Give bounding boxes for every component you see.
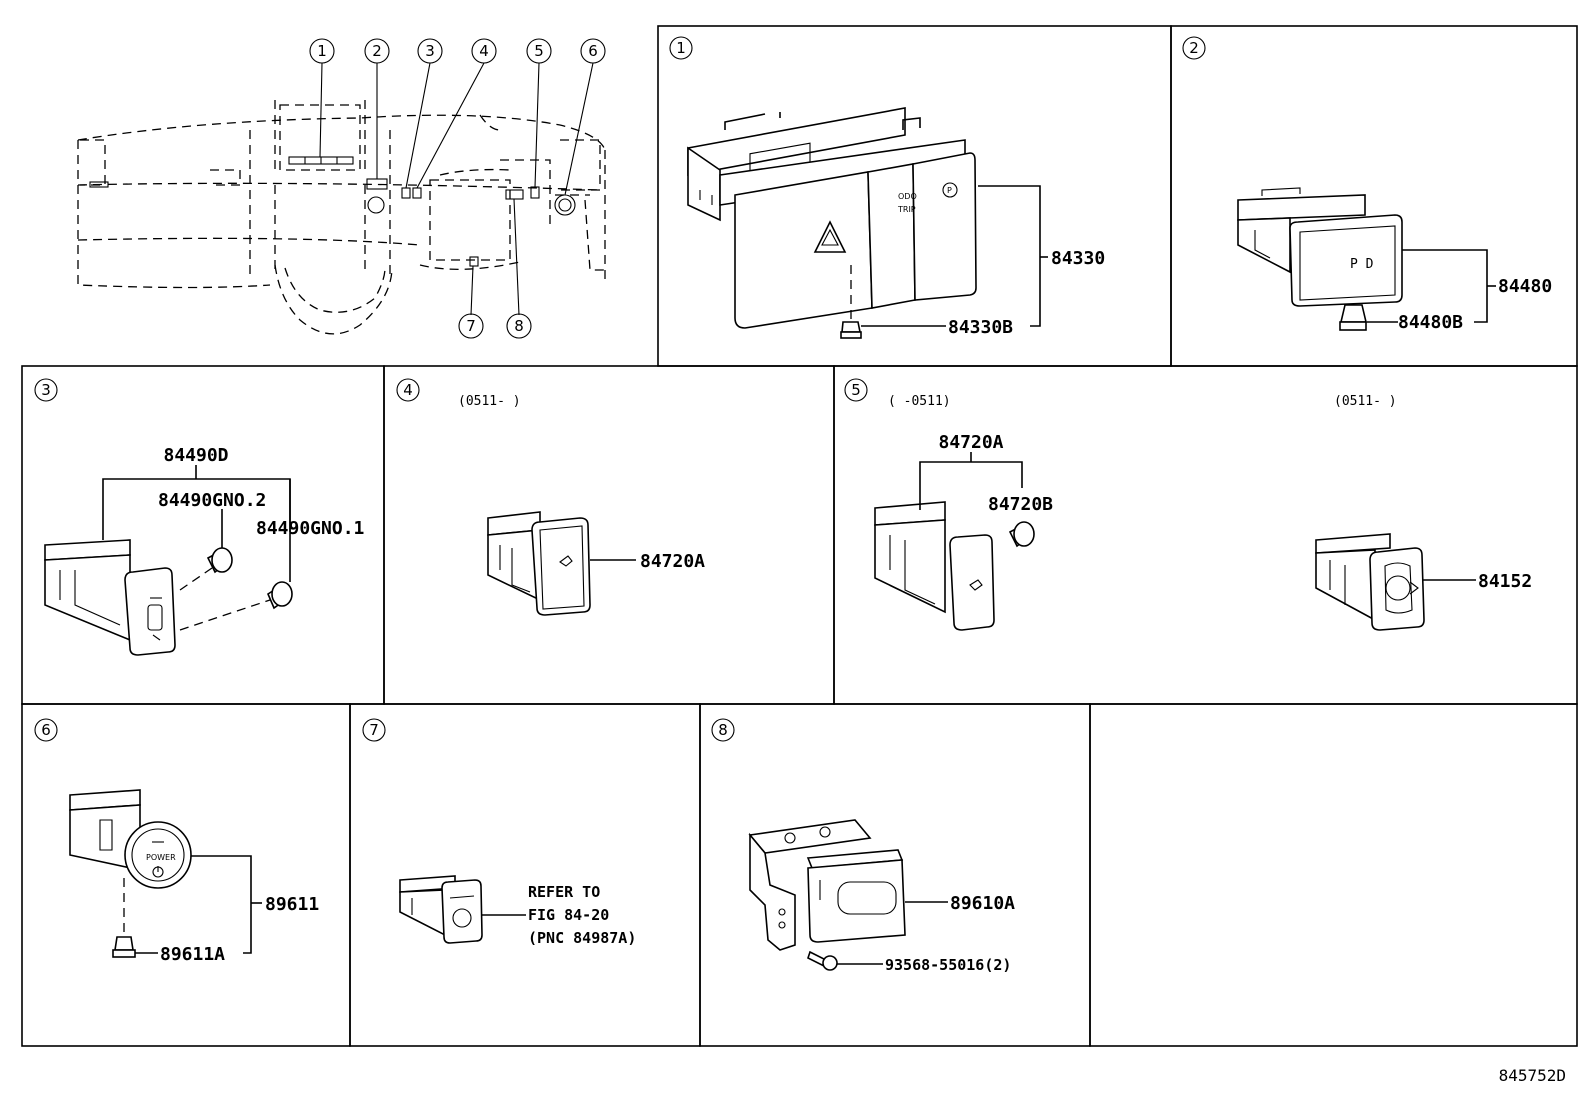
- bracket-switch-89610A: [748, 819, 906, 971]
- panel-4-badge: 4: [396, 378, 420, 402]
- part-84480-label: 84480: [1498, 276, 1552, 297]
- hazard-switch-assembly: ODO TRIP P: [687, 107, 977, 339]
- part-89611-label: 89611: [265, 894, 319, 915]
- overview-callout-8: 8: [506, 313, 532, 339]
- overview-callout-4: 4: [471, 38, 497, 64]
- svg-text:6: 6: [588, 42, 598, 60]
- svg-text:4: 4: [403, 381, 413, 399]
- panel-1-badge: 1: [669, 36, 693, 60]
- svg-text:1: 1: [676, 39, 686, 57]
- panel-frames: [21, 25, 1578, 1047]
- svg-text:3: 3: [41, 381, 51, 399]
- panel-4-date-range: (0511- ): [458, 394, 521, 409]
- overview-callout-7: 7: [458, 313, 484, 339]
- panel-7-badge: 7: [362, 718, 386, 742]
- panel-5-date-range-left: ( -0511): [888, 394, 951, 409]
- svg-text:FIG 84-20: FIG 84-20: [528, 906, 609, 924]
- panel-8-leaders: [837, 901, 948, 965]
- part-93568-55016-label: 93568-55016(2): [885, 956, 1011, 974]
- svg-text:8: 8: [514, 317, 524, 335]
- svg-text:3: 3: [425, 42, 435, 60]
- switch-84720A-p4: [487, 511, 591, 616]
- svg-text:2: 2: [372, 42, 382, 60]
- svg-text:2: 2: [1189, 39, 1199, 57]
- svg-text:POWER: POWER: [146, 853, 176, 862]
- svg-text:7: 7: [369, 721, 379, 739]
- part-84152-label: 84152: [1478, 571, 1532, 592]
- switch-84720A-p5: [874, 501, 1035, 631]
- part-89610A-label: 89610A: [950, 893, 1015, 914]
- svg-text:1: 1: [317, 42, 327, 60]
- part-89611A-label: 89611A: [160, 944, 225, 965]
- panel-5-leaders: [919, 452, 1023, 510]
- svg-text:REFER TO: REFER TO: [528, 883, 600, 901]
- pd-switch: P D: [1237, 187, 1403, 331]
- svg-text:TRIP: TRIP: [897, 205, 916, 214]
- svg-text:7: 7: [466, 317, 476, 335]
- svg-text:ODO: ODO: [898, 192, 917, 201]
- overview-callout-2: 2: [364, 38, 390, 64]
- overview-callout-5: 5: [526, 38, 552, 64]
- panel-3-badge: 3: [34, 378, 58, 402]
- panel-6-leaders: [135, 855, 262, 954]
- svg-text:5: 5: [851, 381, 861, 399]
- part-84720A-p4-label: 84720A: [640, 551, 705, 572]
- panel-1-leaders: [861, 185, 1048, 327]
- svg-text:4: 4: [479, 42, 489, 60]
- mirror-switch-84152: [1315, 533, 1425, 631]
- panel-5-badge: 5: [844, 378, 868, 402]
- part-84480B-label: 84480B: [1398, 312, 1463, 333]
- part-84490GNO2-label: 84490GNO.2: [158, 490, 266, 511]
- part-84330-label: 84330: [1051, 248, 1105, 269]
- overview-callouts: 1 2 3 4 5 6 7 8: [309, 38, 606, 339]
- switch-with-bulbs: [44, 539, 293, 656]
- svg-text:P: P: [947, 186, 952, 195]
- diagram-id: 845752D: [1499, 1066, 1566, 1085]
- panel-7-note: REFER TO FIG 84-20 (PNC 84987A): [528, 883, 636, 947]
- part-84720A-p5-label: 84720A: [938, 432, 1003, 453]
- panel-2-badge: 2: [1182, 36, 1206, 60]
- overview-callout-6: 6: [580, 38, 606, 64]
- part-84330B-label: 84330B: [948, 317, 1013, 338]
- svg-text:6: 6: [41, 721, 51, 739]
- svg-text:5: 5: [534, 42, 544, 60]
- dashboard-overview: [77, 62, 606, 335]
- part-84720B-label: 84720B: [988, 494, 1053, 515]
- part-84490GNO1-label: 84490GNO.1: [256, 518, 364, 539]
- panel-5-date-range-right: (0511- ): [1334, 394, 1397, 409]
- overview-callout-1: 1: [309, 38, 335, 64]
- power-switch: POWER: [69, 789, 192, 958]
- refer-switch: [399, 875, 483, 944]
- panel-6-badge: 6: [34, 718, 58, 742]
- panel-8-badge: 8: [711, 718, 735, 742]
- panel-3-leaders: [102, 465, 291, 582]
- svg-text:P D: P D: [1350, 257, 1374, 272]
- svg-text:(PNC 84987A): (PNC 84987A): [528, 929, 636, 947]
- panel-2-leaders: [1367, 249, 1496, 323]
- part-84490D-label: 84490D: [163, 445, 228, 466]
- overview-callout-3: 3: [417, 38, 443, 64]
- panel-badges: 1 2 3 4 5 6 7 8: [34, 36, 1206, 742]
- svg-text:8: 8: [718, 721, 728, 739]
